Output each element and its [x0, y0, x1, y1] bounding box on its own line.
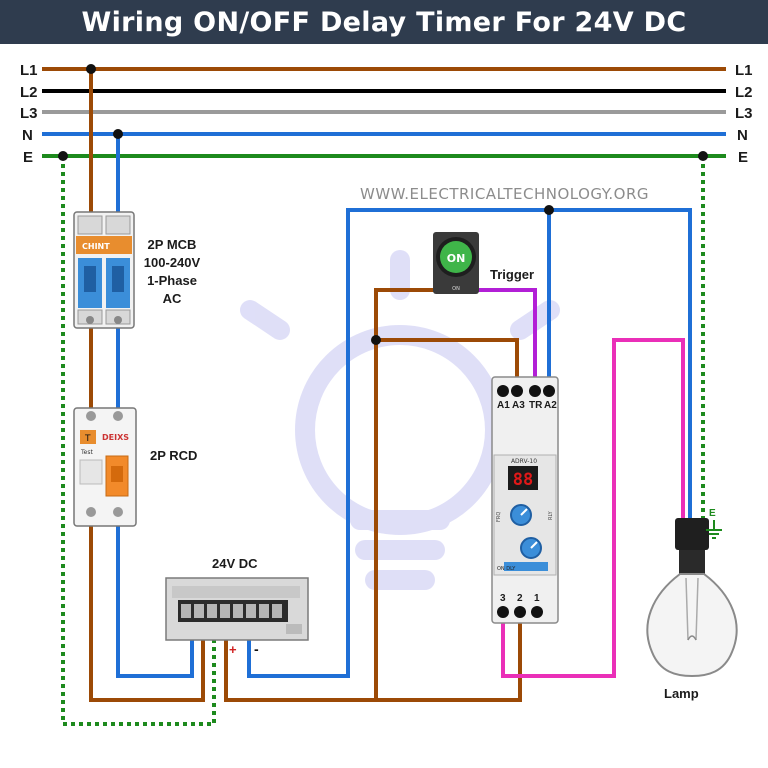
terminal-label-1: 1: [534, 593, 540, 604]
rcd-test-text: Test: [80, 449, 93, 456]
mcb-device: CHINT: [73, 211, 135, 329]
timer-bottom-text: ON DLY: [497, 566, 516, 572]
terminal-label-3: 3: [500, 593, 506, 604]
terminal-label-2: 2: [517, 593, 523, 604]
terminal-tr: [529, 385, 541, 397]
trigger-button: ON ON: [433, 232, 479, 294]
wires: [61, 69, 705, 726]
psu-label: 24V DC: [212, 556, 258, 571]
rcd-test-button: T: [84, 434, 91, 444]
trigger-small-text: ON: [452, 286, 460, 292]
line-label-e-right: E: [738, 149, 748, 166]
junction-dot: [58, 151, 68, 161]
line-label-l2-left: L2: [20, 84, 38, 101]
wire-rcd-to-psu-neutral: [116, 520, 194, 678]
mcb-label: 2P MCB 100-240V 1-Phase AC: [144, 237, 201, 306]
lamp-earth-symbol: [706, 520, 722, 539]
rcd-brand: DEIXS: [102, 433, 129, 442]
timer-bottom-terminal-labels: 3 2 1: [500, 593, 540, 604]
wire-trigger-to-tr: [476, 288, 537, 383]
wire-positive-to-com: [376, 612, 522, 702]
lamp-earth-label: E: [709, 508, 716, 519]
trigger-label: Trigger: [490, 267, 534, 282]
mcb-label-line-1: 2P MCB: [148, 237, 197, 252]
supply-lines: [42, 67, 726, 158]
timer-side-label-right: RLY: [548, 510, 554, 520]
junction-dots: [58, 64, 708, 345]
mcb-label-line-4: AC: [163, 291, 182, 306]
terminal-1: [531, 606, 543, 618]
terminal-label-a3: A3: [512, 400, 525, 411]
rcd-label: 2P RCD: [150, 448, 197, 463]
watermark-url: WWW.ELECTRICALTECHNOLOGY.ORG: [360, 185, 649, 203]
wire-psu-negative: [247, 208, 692, 678]
line-labels: L1 L2 L3 N E L1 L2 L3 N E: [20, 62, 753, 166]
psu-device: [165, 577, 309, 641]
line-label-l1-right: L1: [735, 62, 753, 79]
line-label-l2-right: L2: [735, 84, 753, 101]
title-bar: Wiring ON/OFF Delay Timer For 24V DC: [0, 0, 768, 44]
timer-side-label-left: FRQ: [496, 512, 502, 522]
line-label-l3-right: L3: [735, 105, 753, 122]
lamp: [646, 518, 738, 678]
timer-model: ADRV-10: [511, 458, 537, 465]
wire-lamp-loop: [501, 338, 685, 678]
junction-dot: [698, 151, 708, 161]
line-label-n-left: N: [22, 127, 33, 144]
line-label-l1-left: L1: [20, 62, 38, 79]
terminal-label-tr: TR: [529, 400, 543, 411]
mcb-label-line-2: 100-240V: [144, 255, 201, 270]
terminal-label-a1: A1: [497, 400, 510, 411]
terminal-label-a2: A2: [544, 400, 557, 411]
junction-dot: [544, 205, 554, 215]
terminal-a2: [543, 385, 555, 397]
psu-plus-label: +: [229, 642, 237, 657]
timer-display: 88: [513, 470, 533, 490]
page-title: Wiring ON/OFF Delay Timer For 24V DC: [81, 6, 687, 38]
junction-dot: [371, 335, 381, 345]
lamp-label: Lamp: [664, 686, 699, 701]
mcb-brand: CHINT: [82, 242, 110, 251]
rcd-device: T Test DEIXS: [73, 407, 137, 527]
junction-dot: [86, 64, 96, 74]
wire-rcd-to-psu-phase: [89, 520, 205, 702]
line-label-e-left: E: [23, 149, 33, 166]
psu-minus-label: -: [254, 641, 259, 657]
terminal-3: [497, 606, 509, 618]
terminal-a1: [497, 385, 509, 397]
line-label-l3-left: L3: [20, 105, 38, 122]
trigger-button-text: ON: [447, 252, 466, 265]
wire-earth-psu: [61, 156, 216, 726]
line-label-n-right: N: [737, 127, 748, 144]
wire-positive-to-a1: [376, 338, 519, 383]
junction-dot: [113, 129, 123, 139]
timer-relay: ADRV-10 88 FRQ RLY ON DLY: [491, 376, 559, 624]
mcb-label-line-3: 1-Phase: [147, 273, 197, 288]
timer-top-terminal-labels: A1 A3 TR A2: [497, 400, 557, 411]
terminal-2: [514, 606, 526, 618]
terminal-a3: [511, 385, 523, 397]
